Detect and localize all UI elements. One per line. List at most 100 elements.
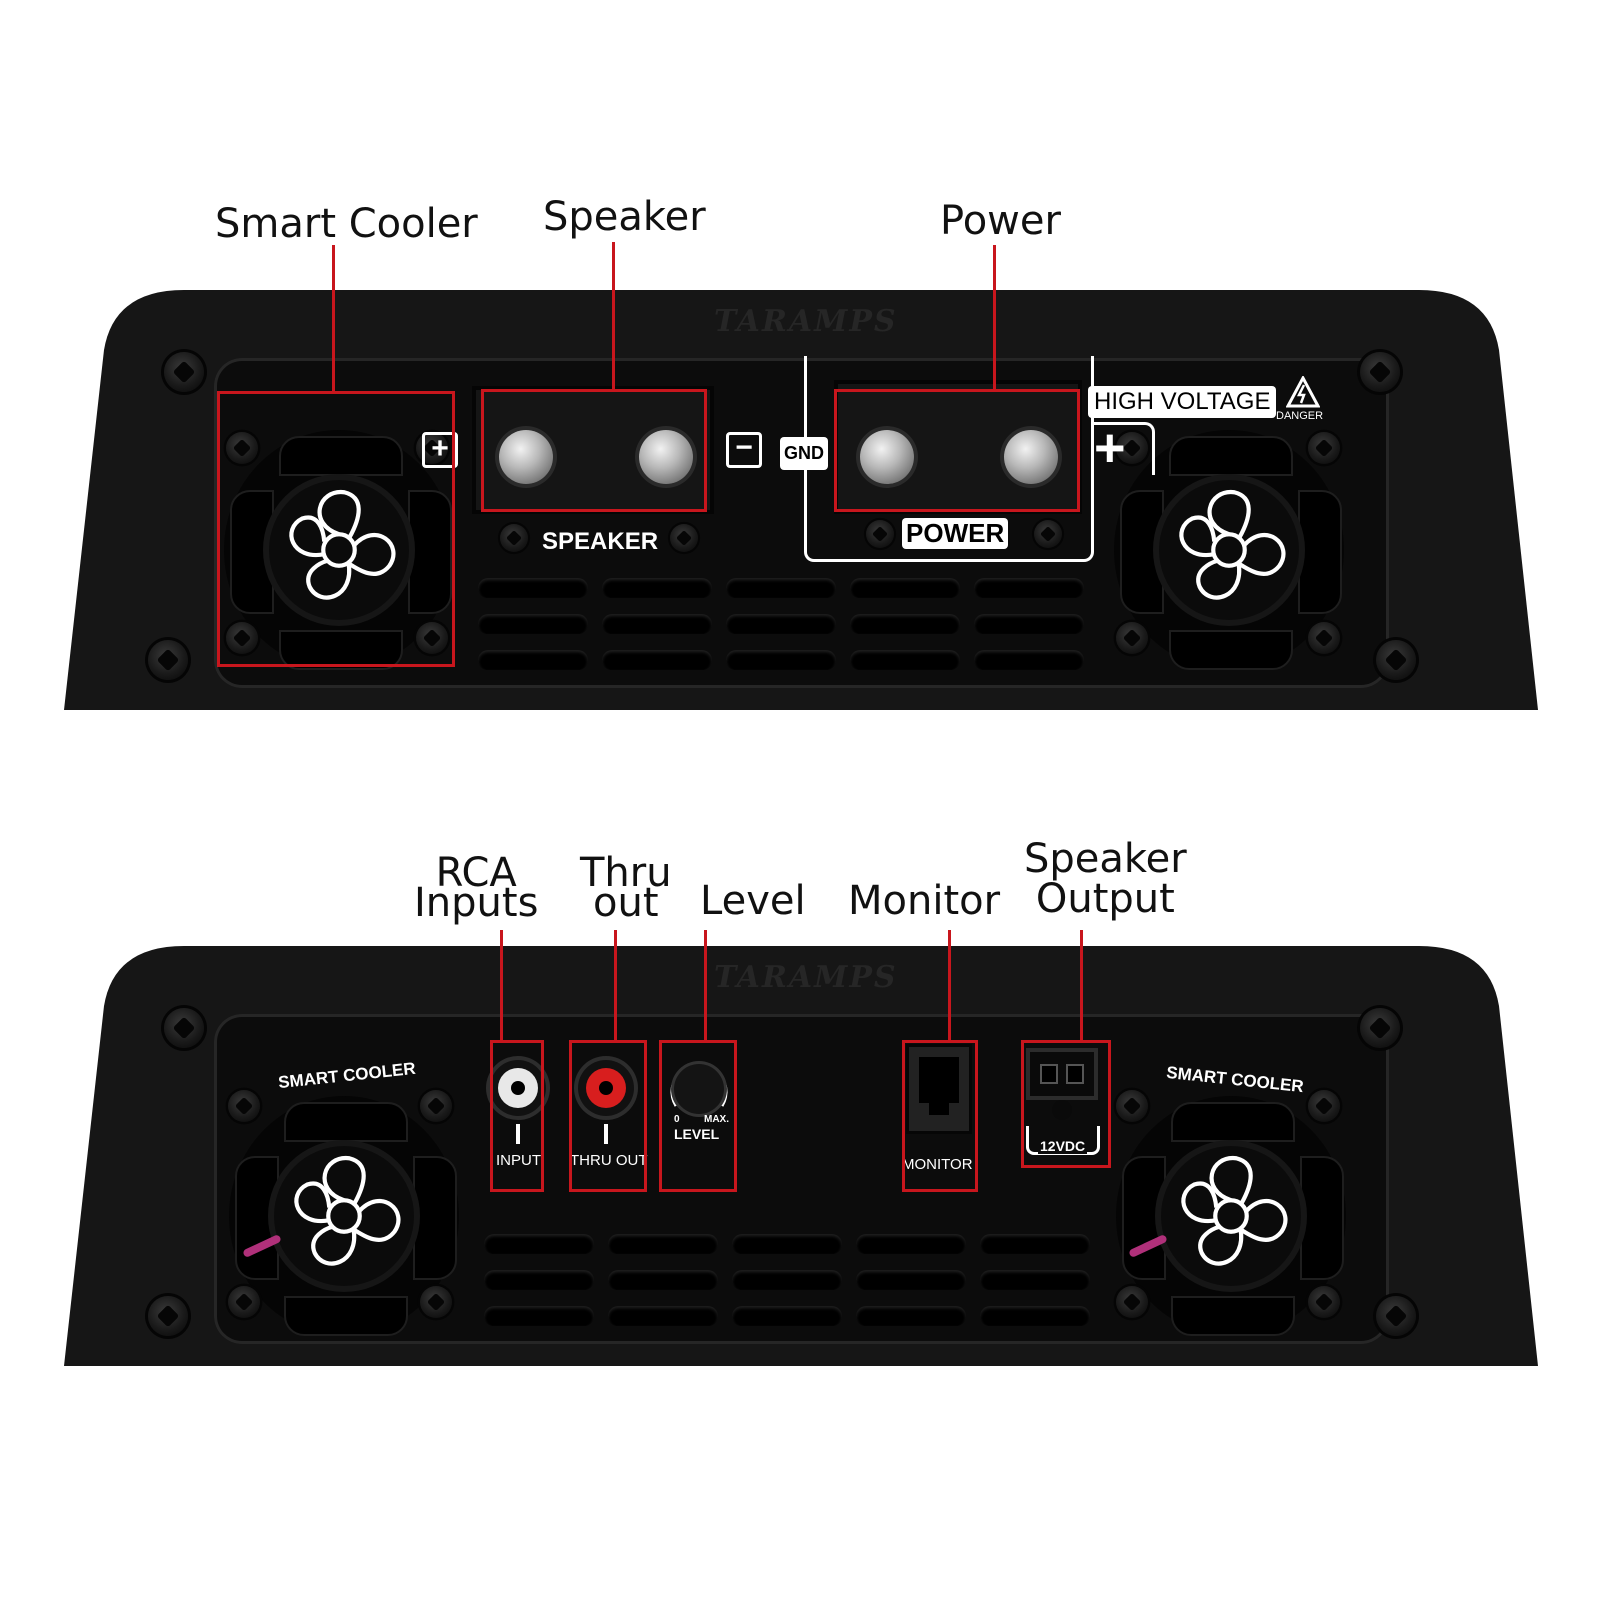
speaker-terminal-bolt-negative[interactable] xyxy=(639,430,693,484)
terminal-screw-icon xyxy=(500,524,528,552)
speaker-silk-label: SPEAKER xyxy=(542,528,659,555)
power-terminal-bolt-ground[interactable] xyxy=(860,430,914,484)
rca-thru-out-pin xyxy=(599,1081,613,1095)
level-max-label: MAX. xyxy=(704,1114,729,1125)
fan-screw-icon xyxy=(1116,1286,1148,1318)
vent-slot xyxy=(602,578,712,598)
callout-monitor: Monitor xyxy=(848,878,1001,924)
callout-speaker: Speaker xyxy=(543,194,706,240)
vent-slot xyxy=(478,650,588,670)
level-knob[interactable] xyxy=(674,1064,724,1114)
leader-line-power xyxy=(993,245,996,389)
vent-slot xyxy=(732,1270,842,1290)
cooling-fan-left xyxy=(229,1096,459,1336)
vent-slot xyxy=(980,1306,1090,1326)
level-min-label: 0 xyxy=(674,1114,680,1125)
vent-slot xyxy=(980,1234,1090,1254)
highlight-rca-inputs xyxy=(490,1040,544,1192)
callout-rca-line1: RCA xyxy=(435,850,517,896)
vent-slot xyxy=(974,650,1084,670)
leader-line-rca-inputs xyxy=(500,930,503,1040)
fan-screw-icon xyxy=(1116,1090,1148,1122)
rca-input-pin xyxy=(511,1081,525,1095)
brand-logo: TARAMPS xyxy=(714,960,898,995)
highlight-power xyxy=(834,389,1080,512)
corner-screw-icon xyxy=(164,1008,204,1048)
leader-line-speaker-output xyxy=(1080,930,1083,1040)
callout-rca-line2: Inputs xyxy=(414,880,539,926)
fan-screw-icon xyxy=(420,1090,452,1122)
vent-slot xyxy=(726,614,836,634)
vent-slot xyxy=(484,1306,594,1326)
danger-warning-icon xyxy=(1286,376,1320,408)
callout-speaker-output: Speaker Output xyxy=(1024,838,1187,920)
fan-screw-icon xyxy=(1308,1286,1340,1318)
callout-speaker-output-line1: Speaker xyxy=(1024,836,1187,882)
callout-rca-inputs: RCA Inputs xyxy=(414,852,538,924)
connector-pin xyxy=(1042,1066,1056,1082)
vent-slot xyxy=(850,650,960,670)
gnd-label: GND xyxy=(780,437,828,470)
voltage-silk-label: 12VDC xyxy=(1038,1138,1088,1154)
power-plus-outline xyxy=(1094,422,1155,475)
fan-screw-icon xyxy=(420,1286,452,1318)
fan-screw-icon xyxy=(226,432,258,464)
speaker-output-connector[interactable] xyxy=(1026,1048,1098,1100)
amplifier-bottom-view: TARAMPS SMART COOLER SMART COOLER xyxy=(64,946,1538,1366)
vent-slot xyxy=(478,578,588,598)
highlight-speaker xyxy=(481,389,707,512)
vent-slot xyxy=(856,1270,966,1290)
callout-smart-cooler: Smart Cooler xyxy=(215,201,478,247)
corner-screw-icon xyxy=(1360,352,1400,392)
vent-slot xyxy=(484,1270,594,1290)
fan-icon xyxy=(1179,490,1286,600)
leader-line-speaker xyxy=(612,242,615,390)
monitor-port-tab xyxy=(929,1103,949,1115)
corner-screw-icon xyxy=(1376,640,1416,680)
corner-screw-icon xyxy=(1376,1296,1416,1336)
vent-slot xyxy=(478,614,588,634)
connector-pin xyxy=(1068,1066,1082,1082)
callout-power: Power xyxy=(940,198,1061,244)
fan-screw-icon xyxy=(1308,432,1340,464)
highlight-thru-out xyxy=(569,1040,647,1192)
cooling-fan-right xyxy=(1116,1096,1346,1336)
speaker-plus-symbol: + xyxy=(422,432,458,468)
power-terminal-bolt-positive[interactable] xyxy=(1004,430,1058,484)
fan-screw-icon xyxy=(416,432,448,464)
fan-screw-icon xyxy=(1116,622,1148,654)
level-silk-label: LEVEL xyxy=(674,1126,720,1142)
vent-slot xyxy=(856,1234,966,1254)
callout-thru-out: Thru out xyxy=(580,852,672,924)
highlight-smart-cooler xyxy=(217,391,455,667)
vent-slot xyxy=(856,1306,966,1326)
highlight-level xyxy=(659,1040,737,1192)
rca-thru-out-jack[interactable] xyxy=(578,1060,634,1116)
speaker-terminal-bolt-positive[interactable] xyxy=(499,430,553,484)
callout-thru-line1: Thru xyxy=(580,850,672,896)
rca-input-jack[interactable] xyxy=(490,1060,546,1116)
corner-screw-icon xyxy=(164,352,204,392)
terminal-screw-icon xyxy=(1034,520,1062,548)
fan-icon xyxy=(289,490,396,600)
corner-screw-icon xyxy=(148,640,188,680)
fan-screw-icon xyxy=(1116,432,1148,464)
leader-line-level xyxy=(704,930,707,1040)
vent-slot xyxy=(980,1270,1090,1290)
fan-screw-icon xyxy=(416,622,448,654)
fan-icon xyxy=(294,1156,401,1266)
vent-slot xyxy=(608,1270,718,1290)
leader-line-thru-out xyxy=(614,930,617,1040)
monitor-silk-label: MONITOR xyxy=(902,1156,973,1173)
brand-logo: TARAMPS xyxy=(714,304,898,339)
vent-slot xyxy=(850,578,960,598)
fan-screw-icon xyxy=(1308,622,1340,654)
fan-screw-icon xyxy=(1308,1090,1340,1122)
vent-slot xyxy=(608,1306,718,1326)
corner-screw-icon xyxy=(1360,1008,1400,1048)
monitor-port[interactable] xyxy=(906,1044,972,1134)
vent-slot xyxy=(726,578,836,598)
power-plus-symbol: + xyxy=(1094,418,1126,478)
highlight-speaker-output xyxy=(1021,1040,1111,1168)
terminal-screw-icon xyxy=(670,524,698,552)
